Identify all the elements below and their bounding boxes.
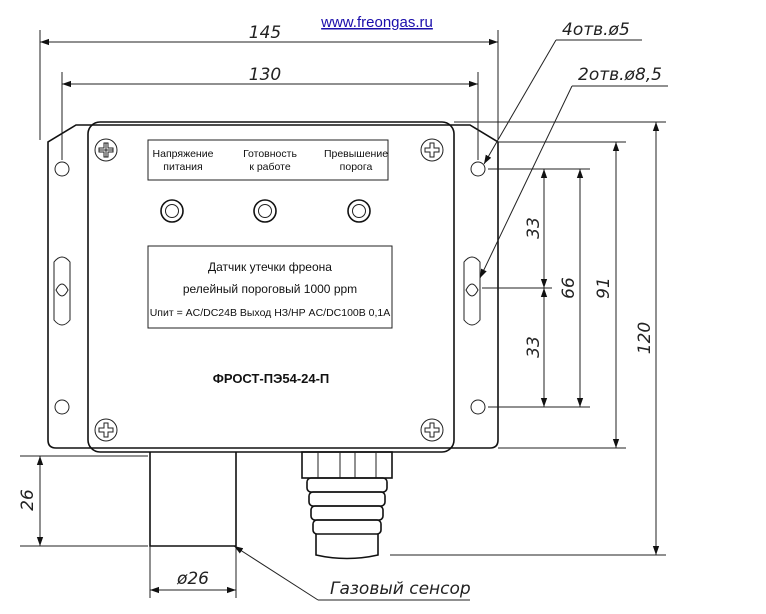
leader-gas-sensor [233,545,470,601]
dim-label-145: 145 [249,23,281,43]
dim-overall-width [39,30,499,140]
dim-label-130: 130 [249,65,281,85]
model-name: ФРОСТ-ПЭ54-24-П [213,371,330,386]
dim-overall-height [390,121,666,556]
indicator-leds [160,199,371,223]
indicator-label-ready-1: Готовность [243,148,297,160]
dim-label-33-upper: 33 [524,217,544,239]
gas-sensor-tube [149,452,237,547]
product-label-line2: релейный пороговый 1000 ppm [183,282,357,296]
dim-label-120: 120 [635,322,655,354]
callout-small-holes: 4отв.ø5 [562,20,630,40]
indicator-label-threshold-2: порога [340,161,373,173]
leader-small-holes [483,39,642,165]
cable-gland [301,451,393,560]
dim-mount-height [498,141,626,449]
callout-gas-sensor: Газовый сенсор [330,579,471,599]
indicator-label-ready-2: к работе [249,161,291,173]
enclosure-body [47,121,499,453]
dim-label-66: 66 [559,277,579,299]
dim-label-sensor-diameter: ø26 [176,569,209,589]
dim-sensor-length [20,455,148,547]
mounting-holes [54,161,486,415]
dim-label-91: 91 [594,277,614,299]
site-link[interactable]: www.freongas.ru [320,14,433,31]
indicator-label-power-2: питания [163,161,202,173]
dim-label-26: 26 [18,489,38,511]
indicator-label-panel [147,139,389,181]
dim-label-33-lower: 33 [524,336,544,358]
dim-half-heights [482,169,552,407]
product-label-line3: Uпит = AC/DC24В Выход НЗ/НР AC/DC100В 0,… [150,307,391,319]
product-label-line1: Датчик утечки фреона [208,260,332,274]
cover-screws [94,138,444,442]
leader-large-holes [479,85,668,279]
indicator-label-threshold-1: Превышение [324,148,388,160]
dim-hole-spacing [61,72,479,160]
dim-center-height [488,168,590,408]
callout-large-holes: 2отв.ø8,5 [578,65,662,85]
product-label-plate [147,245,393,329]
indicator-label-power-1: Напряжение [153,148,214,160]
dim-sensor-diameter [149,546,237,598]
